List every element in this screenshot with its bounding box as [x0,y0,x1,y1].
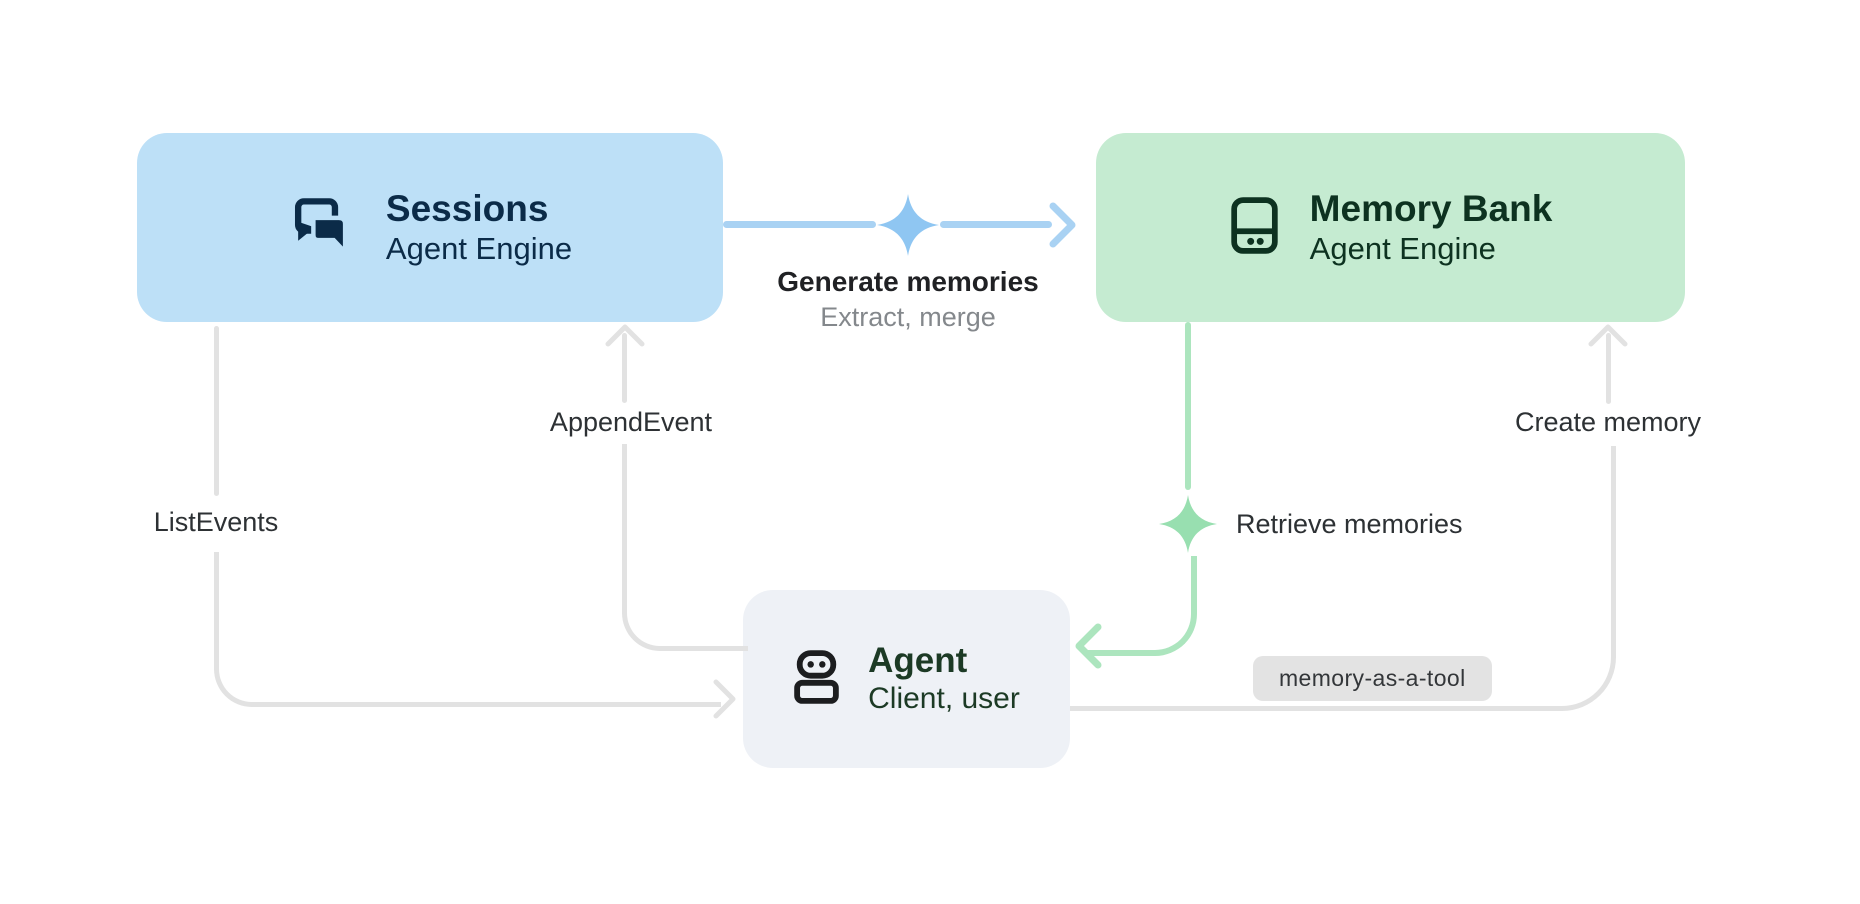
sparkle-icon [877,194,939,256]
node-sessions: Sessions Agent Engine [137,133,723,322]
generate-memories-arrow-line [723,221,876,228]
node-title: Sessions [385,188,549,230]
append-event-label: AppendEvent [549,407,713,437]
node-agent: Agent Client, user [743,590,1070,768]
append-event-arrow-curve [622,444,748,651]
list-events-arrow-curve [214,552,721,707]
create-memory-arrow-line [1606,333,1611,404]
arrowhead-up-icon [605,324,645,347]
retrieve-memories-label: Retrieve memories [1236,509,1463,539]
arrowhead-up-icon [1588,324,1628,347]
node-subtitle: Agent Engine [385,230,573,266]
arrowhead-right-icon [1049,202,1076,248]
memory-as-a-tool-badge: memory-as-a-tool [1253,656,1492,701]
arrowhead-right-icon [713,679,736,719]
append-event-arrow-line [622,333,627,403]
generate-memories-label: Generate memories [777,266,1039,297]
create-memory-label: Create memory [1514,407,1702,437]
storage-drive-icon [1229,195,1280,261]
node-title: Memory Bank [1309,188,1553,230]
node-subtitle: Client, user [868,681,1020,715]
list-events-label: ListEvents [153,507,279,537]
retrieve-memories-arrow-line [1185,322,1191,490]
node-title: Agent [868,640,968,680]
sparkle-icon [1159,495,1217,553]
robot-icon [793,646,840,713]
retrieve-memories-arrow-curve [1085,556,1197,656]
node-memory-bank: Memory Bank Agent Engine [1096,133,1685,322]
node-subtitle: Agent Engine [1309,230,1496,266]
extract-merge-sublabel: Extract, merge [820,302,996,332]
list-events-arrow-line [214,326,219,496]
chat-bubbles-icon [288,195,354,261]
create-memory-arrow-curve [1070,446,1616,711]
generate-memories-arrow-line [940,221,1052,228]
